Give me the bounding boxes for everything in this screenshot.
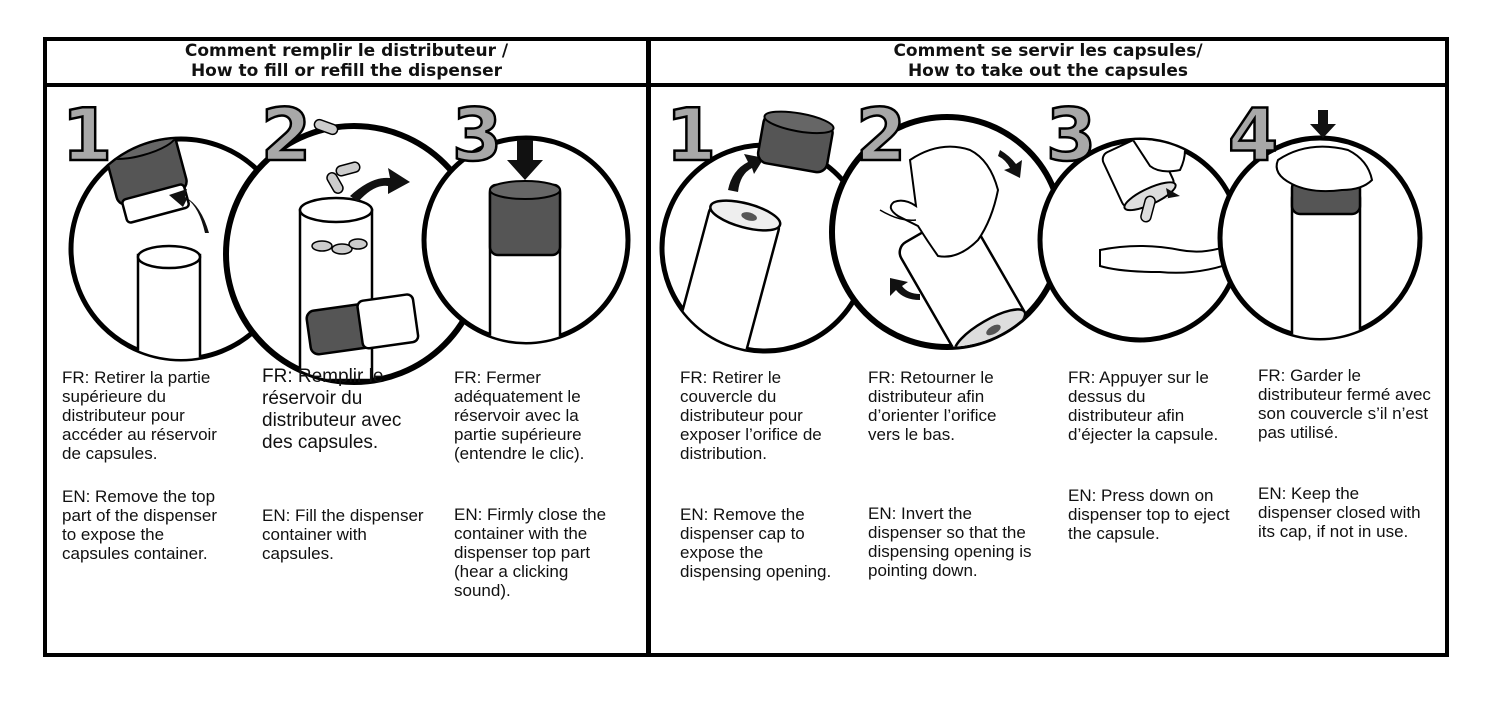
- svg-text:1: 1: [62, 93, 112, 177]
- panel-divider: [646, 37, 651, 657]
- right-step-3-fr: FR: Appuyer sur le dessus du distributeu…: [1068, 368, 1219, 444]
- left-step-2-text: FR: Remplir le réservoir du distributeur…: [262, 366, 432, 563]
- left-title-en: How to fill or refill the dispenser: [190, 61, 503, 81]
- svg-text:3: 3: [1046, 93, 1096, 177]
- right-title-en: How to take out the capsules: [907, 61, 1189, 81]
- left-step-1-text: FR: Retirer la partie supérieure du dist…: [62, 368, 232, 563]
- step-number-3-icon: 3: [451, 92, 504, 179]
- right-step-3-en: EN: Press down on dispenser top to eject…: [1068, 486, 1230, 543]
- svg-text:1: 1: [666, 93, 716, 177]
- right-step-1-text: FR: Retirer le couvercle du distributeur…: [680, 368, 845, 581]
- step-illustration-close-container: [421, 135, 631, 345]
- step-number-2b-icon: 2: [855, 92, 908, 179]
- step-illustration-remove-cap: [659, 110, 871, 354]
- left-panel-title: Comment remplir le distributeur / How to…: [47, 41, 646, 83]
- left-step-3-fr: FR: Fermer adéquatement le réservoir ave…: [454, 368, 585, 463]
- left-step-3-en: EN: Firmly close the container with the …: [454, 505, 607, 600]
- instruction-frame: [43, 37, 1449, 657]
- step-number-3b-icon: 3: [1045, 92, 1098, 179]
- svg-text:3: 3: [452, 93, 502, 177]
- left-step-2-fr: FR: Remplir le réservoir du distributeur…: [262, 366, 402, 453]
- right-step-2-text: FR: Retourner le distributeur afin d’ori…: [868, 368, 1033, 580]
- svg-text:2: 2: [261, 93, 311, 177]
- step-illustration-press-eject: [1037, 137, 1243, 343]
- right-step-2-en: EN: Invert the dispenser so that the dis…: [868, 504, 1032, 580]
- right-step-4-fr: FR: Garder le distributeur fermé avec so…: [1258, 366, 1431, 442]
- right-step-4-en: EN: Keep the dispenser closed with its c…: [1258, 484, 1421, 541]
- step-number-2-icon: 2: [260, 92, 313, 179]
- left-title-fr: Comment remplir le distributeur /: [184, 41, 509, 61]
- right-step-2-fr: FR: Retourner le distributeur afin d’ori…: [868, 368, 997, 444]
- step-number-1b-icon: 1: [665, 92, 718, 179]
- right-step-1-fr: FR: Retirer le couvercle du distributeur…: [680, 368, 822, 463]
- right-title-fr: Comment se servir les capsules/: [893, 41, 1203, 61]
- step-number-1-icon: 1: [61, 92, 114, 179]
- svg-text:4: 4: [1228, 93, 1278, 177]
- step-illustration-keep-closed: [1217, 110, 1423, 341]
- step-illustration-invert-dispenser: [829, 114, 1065, 350]
- right-step-1-en: EN: Remove the dispenser cap to expose t…: [680, 505, 832, 581]
- svg-text:2: 2: [856, 93, 906, 177]
- left-step-1-en: EN: Remove the top part of the dispenser…: [62, 487, 217, 563]
- left-step-3-text: FR: Fermer adéquatement le réservoir ave…: [454, 368, 624, 600]
- right-step-3-text: FR: Appuyer sur le dessus du distributeu…: [1068, 368, 1233, 543]
- left-step-1-fr: FR: Retirer la partie supérieure du dist…: [62, 368, 217, 463]
- step-number-4-icon: 4: [1227, 92, 1280, 179]
- header-divider: [43, 83, 1449, 87]
- right-panel-title: Comment se servir les capsules/ How to t…: [651, 41, 1445, 83]
- left-step-2-en: EN: Fill the dispenser container with ca…: [262, 506, 424, 563]
- right-step-4-text: FR: Garder le distributeur fermé avec so…: [1258, 366, 1433, 541]
